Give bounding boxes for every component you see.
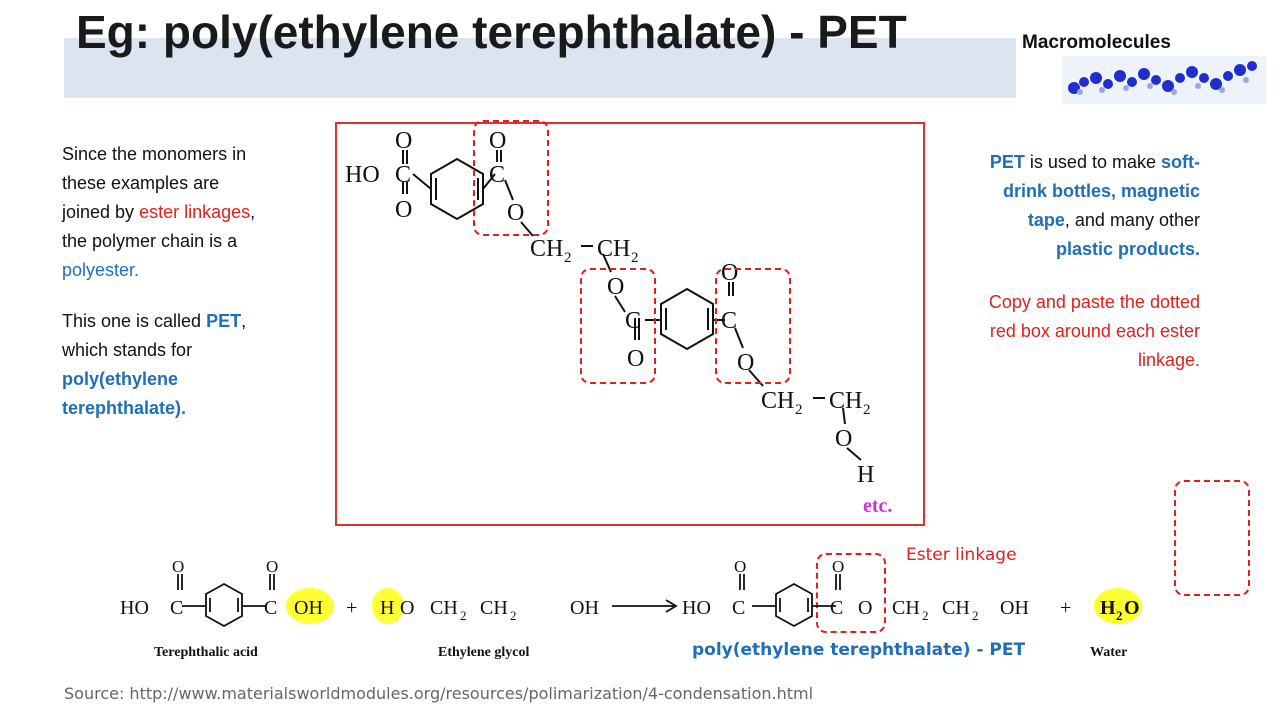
pet-product-label: poly(ethylene terephthalate) - PET bbox=[692, 640, 1026, 660]
svg-text:CH: CH bbox=[597, 236, 630, 262]
ester-box-2[interactable] bbox=[580, 268, 656, 384]
svg-text:2: 2 bbox=[564, 250, 572, 266]
svg-text:O: O bbox=[400, 597, 414, 619]
svg-text:HO: HO bbox=[682, 597, 711, 619]
svg-text:C: C bbox=[395, 162, 411, 188]
svg-text:H: H bbox=[857, 462, 874, 488]
svg-text:2: 2 bbox=[795, 402, 803, 418]
ester-box-reaction[interactable] bbox=[816, 553, 886, 633]
svg-text:+: + bbox=[1060, 597, 1071, 619]
svg-text:2: 2 bbox=[631, 250, 639, 266]
svg-text:HO: HO bbox=[120, 597, 149, 619]
svg-text:C: C bbox=[625, 308, 641, 334]
macromolecules-label: Macromolecules bbox=[1022, 32, 1171, 53]
svg-text:O: O bbox=[832, 557, 844, 576]
svg-text:CH: CH bbox=[892, 597, 920, 619]
svg-text:O: O bbox=[721, 260, 738, 286]
svg-text:O: O bbox=[489, 128, 506, 154]
ester-box-1[interactable] bbox=[473, 120, 549, 236]
svg-text:H: H bbox=[1100, 597, 1116, 619]
left-description: Since the monomers in these examples are… bbox=[62, 140, 258, 445]
svg-text:O: O bbox=[835, 426, 852, 452]
etc-label: etc. bbox=[863, 495, 892, 517]
svg-text:O: O bbox=[507, 200, 524, 226]
terephthalic-acid-label: Terephthalic acid bbox=[154, 645, 258, 660]
condensation-reaction: HO C O C O OH + H O CH 2 CH 2 OH HO C O … bbox=[120, 557, 1142, 660]
svg-text:C: C bbox=[170, 597, 183, 619]
title-band bbox=[64, 38, 1016, 98]
svg-text:OH: OH bbox=[294, 597, 323, 619]
ester-linkages-term: ester linkages bbox=[139, 202, 251, 222]
svg-text:O: O bbox=[627, 346, 644, 372]
svg-text:H: H bbox=[380, 597, 394, 619]
svg-text:O: O bbox=[858, 597, 872, 619]
svg-text:C: C bbox=[830, 597, 843, 619]
svg-text:2: 2 bbox=[972, 608, 979, 623]
svg-text:C: C bbox=[721, 308, 737, 334]
ester-box-template[interactable] bbox=[1174, 480, 1250, 596]
svg-text:O: O bbox=[607, 274, 624, 300]
instruction-paragraph: Copy and paste the dotted red box around… bbox=[988, 292, 1200, 370]
water-label: Water bbox=[1090, 645, 1127, 660]
svg-text:C: C bbox=[264, 597, 277, 619]
ester-linkage-label: Ester linkage bbox=[906, 545, 1017, 565]
ethylene-glycol-label: Ethylene glycol bbox=[438, 645, 529, 660]
pet-paragraph: This one is called PET, which stands for… bbox=[62, 311, 247, 418]
ester-box-3[interactable] bbox=[715, 268, 791, 384]
svg-text:2: 2 bbox=[510, 608, 517, 623]
svg-text:O: O bbox=[395, 197, 412, 223]
svg-text:2: 2 bbox=[922, 608, 929, 623]
svg-text:CH: CH bbox=[942, 597, 970, 619]
polyester-term: polyester. bbox=[62, 260, 140, 280]
macromolecule-image bbox=[1062, 56, 1266, 104]
svg-text:O: O bbox=[734, 557, 746, 576]
svg-text:C: C bbox=[732, 597, 745, 619]
svg-text:2: 2 bbox=[863, 402, 871, 418]
source-citation: Source: http://www.materialsworldmodules… bbox=[64, 684, 814, 703]
pet-uses-paragraph: PET is used to make soft-drink bottles, … bbox=[989, 152, 1200, 259]
svg-text:CH: CH bbox=[530, 236, 563, 262]
svg-text:+: + bbox=[346, 597, 357, 619]
svg-text:OH: OH bbox=[570, 597, 599, 619]
ho-group-label: HO bbox=[345, 162, 380, 188]
pet-term: PET bbox=[206, 311, 242, 331]
svg-text:CH: CH bbox=[480, 597, 508, 619]
polyester-paragraph: Since the monomers in these examples are… bbox=[62, 144, 256, 280]
svg-text:CH: CH bbox=[761, 388, 794, 414]
right-description: PET is used to make soft-drink bottles, … bbox=[972, 148, 1200, 399]
svg-text:O: O bbox=[395, 128, 412, 154]
svg-text:CH: CH bbox=[829, 388, 862, 414]
page-title: Eg: poly(ethylene terephthalate) - PET bbox=[76, 6, 907, 58]
svg-text:2: 2 bbox=[1116, 608, 1123, 623]
svg-text:C: C bbox=[489, 162, 505, 188]
pet-chain-structure: HO C O O C O O CH 2 CH 2 O C O C O O CH … bbox=[345, 128, 892, 517]
svg-text:O: O bbox=[1124, 597, 1140, 619]
svg-text:O: O bbox=[737, 350, 754, 376]
svg-text:CH: CH bbox=[430, 597, 458, 619]
structure-frame bbox=[335, 122, 925, 526]
pet-full-name: poly(ethylene terephthalate). bbox=[62, 369, 187, 418]
svg-text:O: O bbox=[266, 557, 278, 576]
svg-text:O: O bbox=[172, 557, 184, 576]
svg-text:OH: OH bbox=[1000, 597, 1029, 619]
svg-text:2: 2 bbox=[460, 608, 467, 623]
